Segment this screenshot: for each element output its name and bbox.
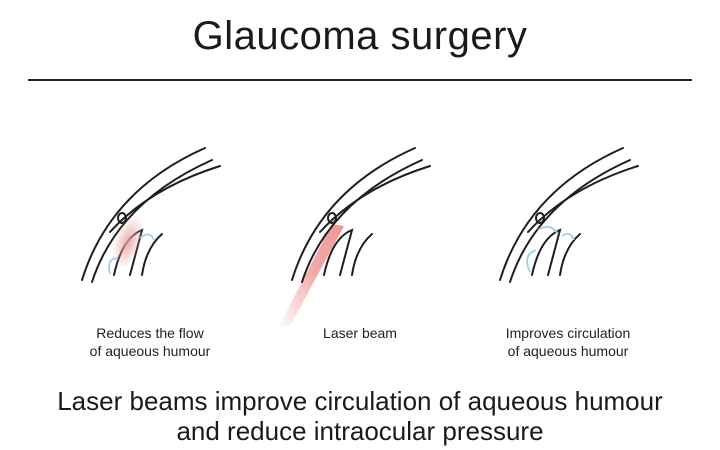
- diagram-title: Glaucoma surgery: [192, 14, 528, 58]
- cornea-inner: [91, 159, 213, 283]
- eye-angle-illustration-improved: [478, 130, 678, 330]
- aqueous-flow-arrows: [526, 225, 575, 273]
- laser-beam: [278, 224, 344, 328]
- caption-laser-beam: Laser beam: [250, 324, 470, 342]
- summary-text: Laser beams improve circulation of aqueo…: [0, 386, 720, 446]
- cornea-outer: [81, 147, 206, 281]
- caption-line: Improves circulation: [505, 325, 631, 341]
- caption-line: Reduces the flow: [96, 325, 204, 341]
- lens-edge: [141, 233, 163, 276]
- eye-angle-illustration-laser: [270, 130, 470, 330]
- caption-improves-circulation: Improves circulation of aqueous humour: [458, 324, 678, 360]
- summary-line: and reduce intraocular pressure: [176, 416, 544, 446]
- eye-angle-illustration-blocked: [70, 130, 270, 330]
- caption-line: Laser beam: [323, 325, 397, 341]
- title-divider: [28, 79, 692, 81]
- caption-line: of aqueous humour: [507, 343, 629, 359]
- blocked-flow-red: [112, 215, 144, 269]
- summary-line: Laser beams improve circulation of aqueo…: [57, 386, 663, 416]
- caption-reduces-flow: Reduces the flow of aqueous humour: [40, 324, 260, 360]
- caption-line: of aqueous humour: [89, 343, 211, 359]
